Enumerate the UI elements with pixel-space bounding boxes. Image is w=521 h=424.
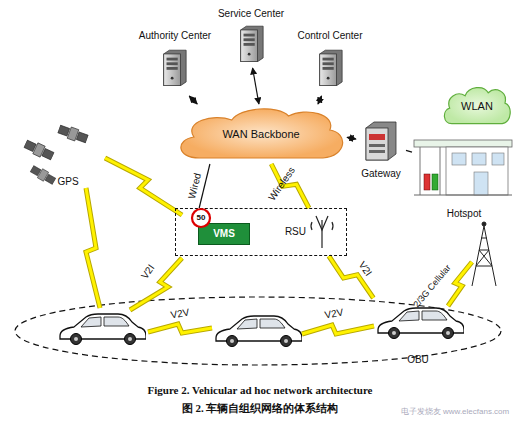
connector-line: [253, 68, 259, 104]
connector-line: [406, 150, 412, 152]
connector-line: [347, 137, 356, 139]
wired-link: [347, 137, 356, 139]
wired-link: [189, 96, 197, 104]
edge-label: Wired: [186, 172, 204, 200]
wlan-cloud: WLAN: [442, 84, 512, 128]
node-text: WAN Backbone: [222, 128, 299, 140]
node-text: GPS: [57, 176, 78, 188]
node-text: RSU: [285, 226, 306, 238]
bolt-outline: [329, 256, 374, 298]
node-text: Control Center: [297, 30, 362, 42]
wired-link: [253, 68, 259, 104]
link-label: 2/3G Cellular: [411, 262, 454, 310]
link-label: V2I: [139, 262, 157, 281]
gateway-icon: Gateway: [356, 118, 406, 180]
speed-limit: 50: [197, 212, 206, 224]
node-text: OBU: [407, 354, 429, 366]
edge-label: V2I: [356, 259, 374, 278]
link-label: V2V: [324, 306, 345, 321]
server-icon: Authority Center: [133, 30, 217, 96]
watermark: 电子发烧友 www.elecfans.com: [401, 406, 509, 418]
server-icon: Control Center: [290, 30, 370, 96]
node-text: Gateway: [361, 168, 400, 180]
hotspot-building: Hotspot: [412, 128, 516, 220]
wired-link: [318, 96, 322, 104]
connector-line: [189, 96, 197, 104]
edge-label: Wireless: [266, 165, 298, 203]
network-cloud: WAN Backbone: [175, 104, 347, 164]
wired-link: [406, 150, 412, 152]
server-icon: Service Center: [211, 8, 291, 68]
gps-satellites: GPS: [18, 118, 118, 188]
bolt: [329, 256, 374, 298]
node-text: VMS: [213, 228, 235, 240]
caption: Figure 2. Vehicular ad hoc network archi…: [148, 384, 373, 396]
caption-cn: 图 2. 车辆自组织网络的体系结构: [182, 402, 339, 414]
node-text: WLAN: [461, 100, 493, 112]
link-label: V2V: [170, 306, 191, 321]
node-text: Authority Center: [139, 30, 211, 42]
node-text: Service Center: [218, 8, 284, 20]
connector-line: [318, 96, 322, 104]
wireless-link: [329, 256, 374, 298]
node-text: Hotspot: [447, 208, 481, 220]
vms-sign: VMS: [198, 223, 250, 245]
